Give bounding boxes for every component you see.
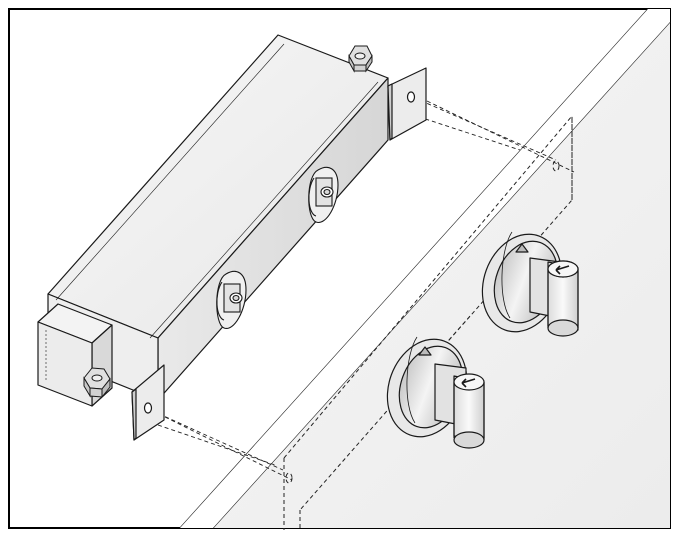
rotary-knob-upper <box>481 231 579 337</box>
hex-nut-bottom <box>83 367 111 399</box>
hex-nut-top <box>348 45 373 73</box>
mounting-bracket-right <box>387 67 427 141</box>
rotary-knob-lower <box>386 336 485 449</box>
panel-sheet <box>179 8 671 529</box>
end-cap-block <box>37 303 113 407</box>
mounting-bracket-left <box>131 364 165 441</box>
rotary-switch-upper <box>308 166 339 223</box>
rotary-switch-lower <box>216 270 247 329</box>
